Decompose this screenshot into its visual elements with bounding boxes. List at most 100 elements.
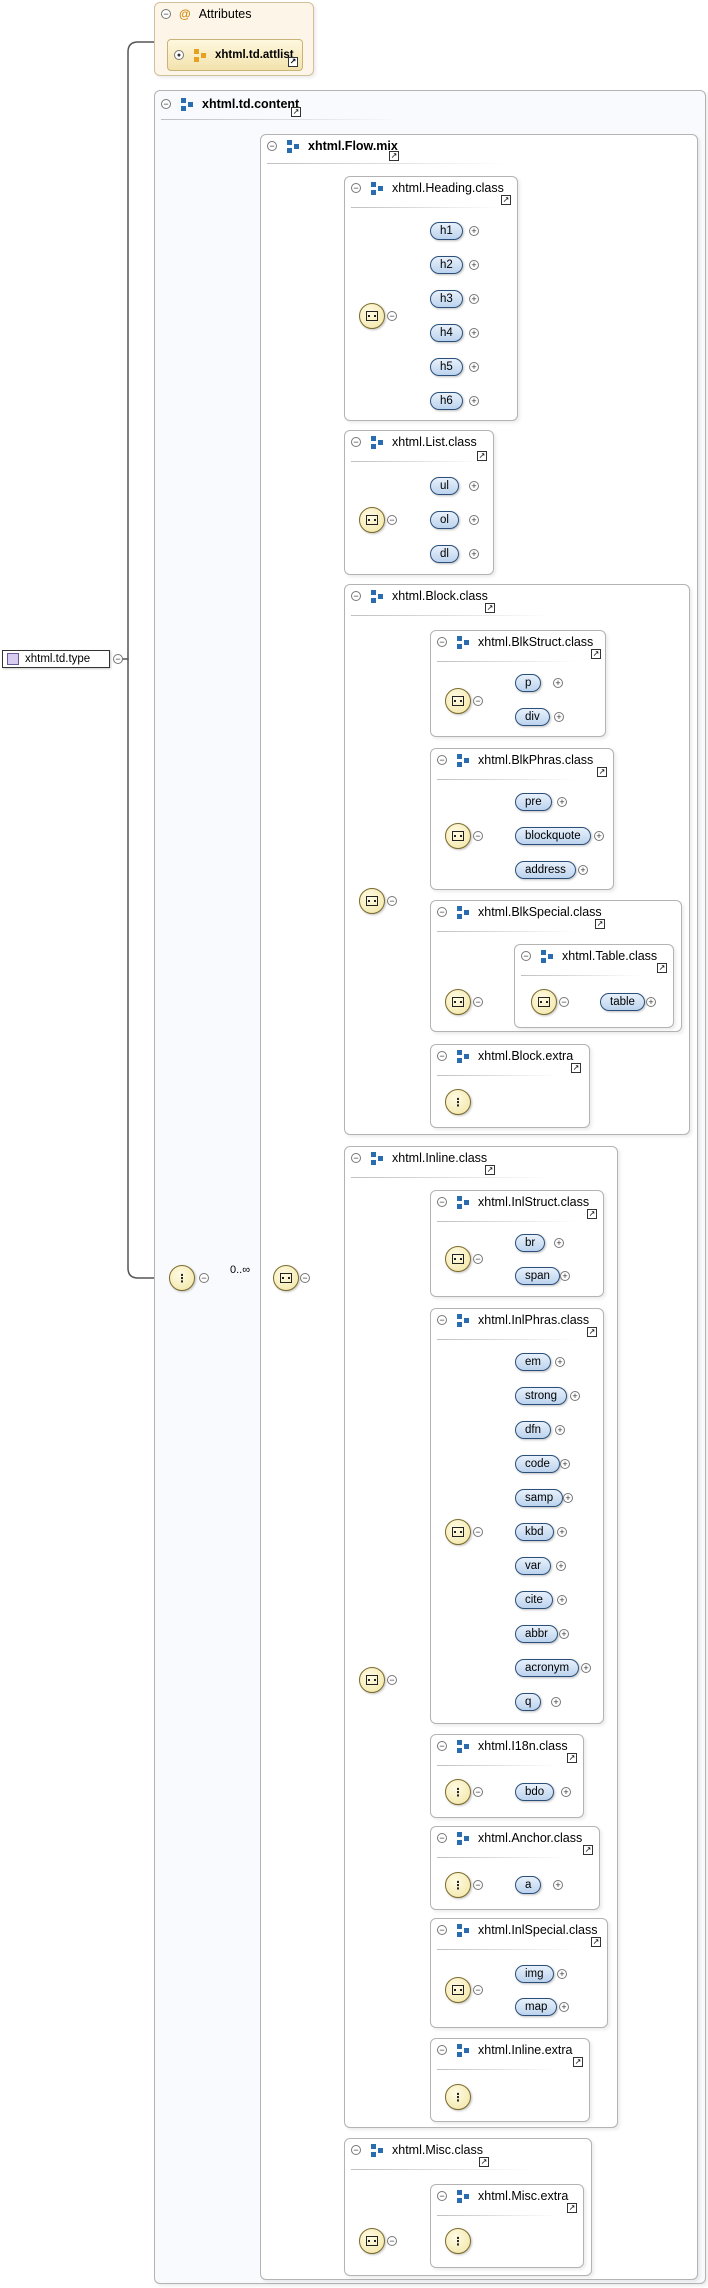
blkstruct-collapse-toggle[interactable]: − — [437, 637, 447, 647]
element-expand-toggle[interactable]: + — [554, 1238, 564, 1248]
element-expand-toggle[interactable]: + — [469, 481, 479, 491]
inline-extra-all-compositor[interactable]: ⋮ — [445, 2084, 471, 2110]
element-cite[interactable]: cite — [515, 1591, 553, 1609]
anchor-all-compositor[interactable]: ⋮ — [445, 1872, 471, 1898]
list-choice-toggle[interactable]: − — [387, 515, 397, 525]
element-h2[interactable]: h2 — [430, 256, 463, 274]
element-expand-toggle[interactable]: + — [557, 1595, 567, 1605]
flow-mix-collapse-toggle[interactable]: − — [267, 141, 277, 151]
element-abbr[interactable]: abbr — [515, 1625, 559, 1643]
list-link-icon[interactable]: ↗ — [477, 451, 487, 461]
element-expand-toggle[interactable]: + — [555, 1357, 565, 1367]
element-bdo[interactable]: bdo — [515, 1783, 555, 1801]
i18n-toggle[interactable]: − — [473, 1787, 483, 1797]
misc-sequence-compositor[interactable] — [359, 2228, 385, 2254]
inlphras-choice-compositor[interactable] — [445, 1519, 471, 1545]
inline-link-icon[interactable]: ↗ — [485, 1165, 495, 1175]
content-collapse-toggle[interactable]: − — [161, 99, 171, 109]
element-var[interactable]: var — [515, 1557, 551, 1575]
element-a[interactable]: a — [515, 1876, 542, 1894]
attlist-expand-toggle[interactable]: ● — [174, 50, 184, 60]
element-table[interactable]: table — [600, 993, 645, 1011]
attlist-item[interactable]: ● xhtml.td.attlist ↗ — [167, 39, 303, 71]
element-img[interactable]: img — [515, 1965, 554, 1983]
misc-extra-link-icon[interactable]: ↗ — [567, 2203, 577, 2213]
element-expand-toggle[interactable]: + — [561, 1787, 571, 1797]
inline-collapse-toggle[interactable]: − — [351, 1153, 361, 1163]
block-extra-collapse-toggle[interactable]: − — [437, 1051, 447, 1061]
inline-extra-link-icon[interactable]: ↗ — [573, 2057, 583, 2067]
heading-link-icon[interactable]: ↗ — [501, 195, 511, 205]
flow-mix-link-icon[interactable]: ↗ — [389, 151, 399, 161]
element-dfn[interactable]: dfn — [515, 1421, 551, 1439]
i18n-link-icon[interactable]: ↗ — [567, 1753, 577, 1763]
blkstruct-link-icon[interactable]: ↗ — [591, 649, 601, 659]
element-dl[interactable]: dl — [430, 545, 459, 563]
element-strong[interactable]: strong — [515, 1387, 567, 1405]
blkstruct-choice-compositor[interactable] — [445, 688, 471, 714]
inlphras-choice-toggle[interactable]: − — [473, 1527, 483, 1537]
blkphras-choice-compositor[interactable] — [445, 823, 471, 849]
element-expand-toggle[interactable]: + — [560, 1459, 570, 1469]
element-expand-toggle[interactable]: + — [578, 865, 588, 875]
content-link-icon[interactable]: ↗ — [291, 107, 301, 117]
blkphras-choice-toggle[interactable]: − — [473, 831, 483, 841]
misc-extra-collapse-toggle[interactable]: − — [437, 2191, 447, 2201]
element-expand-toggle[interactable]: + — [646, 997, 656, 1007]
element-expand-toggle[interactable]: + — [557, 797, 567, 807]
blkphras-collapse-toggle[interactable]: − — [437, 755, 447, 765]
inline-choice-compositor[interactable] — [359, 1667, 385, 1693]
element-samp[interactable]: samp — [515, 1489, 564, 1507]
element-pre[interactable]: pre — [515, 793, 552, 811]
flow-choice-toggle[interactable]: − — [300, 1273, 310, 1283]
inlstruct-link-icon[interactable]: ↗ — [587, 1209, 597, 1219]
inlphras-link-icon[interactable]: ↗ — [587, 1327, 597, 1337]
element-br[interactable]: br — [515, 1234, 546, 1252]
element-expand-toggle[interactable]: + — [555, 1425, 565, 1435]
element-expand-toggle[interactable]: + — [559, 2002, 569, 2012]
element-h4[interactable]: h4 — [430, 324, 463, 342]
misc-collapse-toggle[interactable]: − — [351, 2145, 361, 2155]
element-blockquote[interactable]: blockquote — [515, 827, 591, 845]
block-choice-compositor[interactable] — [359, 888, 385, 914]
element-ul[interactable]: ul — [430, 477, 459, 495]
inlspecial-collapse-toggle[interactable]: − — [437, 1925, 447, 1935]
misc-seq-toggle[interactable]: − — [387, 2236, 397, 2246]
element-kbd[interactable]: kbd — [515, 1523, 554, 1541]
element-expand-toggle[interactable]: + — [554, 712, 564, 722]
element-expand-toggle[interactable]: + — [469, 226, 479, 236]
inlspecial-choice-compositor[interactable] — [445, 1977, 471, 2003]
element-em[interactable]: em — [515, 1353, 551, 1371]
element-expand-toggle[interactable]: + — [556, 1561, 566, 1571]
block-extra-link-icon[interactable]: ↗ — [571, 1063, 581, 1073]
inlspecial-link-icon[interactable]: ↗ — [591, 1937, 601, 1947]
element-h3[interactable]: h3 — [430, 290, 463, 308]
element-expand-toggle[interactable]: + — [560, 1271, 570, 1281]
inlphras-collapse-toggle[interactable]: − — [437, 1315, 447, 1325]
element-acronym[interactable]: acronym — [515, 1659, 580, 1677]
element-p[interactable]: p — [515, 674, 542, 692]
element-expand-toggle[interactable]: + — [469, 260, 479, 270]
inline-extra-collapse-toggle[interactable]: − — [437, 2045, 447, 2055]
inline-choice-toggle[interactable]: − — [387, 1675, 397, 1685]
element-expand-toggle[interactable]: + — [570, 1391, 580, 1401]
element-expand-toggle[interactable]: + — [469, 362, 479, 372]
inlstruct-choice-compositor[interactable] — [445, 1246, 471, 1272]
element-expand-toggle[interactable]: + — [469, 396, 479, 406]
table-class-link-icon[interactable]: ↗ — [657, 963, 667, 973]
element-expand-toggle[interactable]: + — [559, 1629, 569, 1639]
element-expand-toggle[interactable]: + — [469, 294, 479, 304]
element-q[interactable]: q — [515, 1693, 542, 1711]
inlstruct-choice-toggle[interactable]: − — [473, 1254, 483, 1264]
blkspecial-link-icon[interactable]: ↗ — [595, 919, 605, 929]
list-choice-compositor[interactable] — [359, 507, 385, 533]
element-h5[interactable]: h5 — [430, 358, 463, 376]
i18n-collapse-toggle[interactable]: − — [437, 1741, 447, 1751]
element-map[interactable]: map — [515, 1998, 558, 2016]
root-collapse-toggle[interactable]: − — [113, 654, 123, 664]
attributes-collapse-toggle[interactable]: − — [161, 9, 171, 19]
element-expand-toggle[interactable]: + — [551, 1697, 561, 1707]
element-code[interactable]: code — [515, 1455, 560, 1473]
heading-choice-compositor[interactable] — [359, 303, 385, 329]
block-choice-toggle[interactable]: − — [387, 896, 397, 906]
